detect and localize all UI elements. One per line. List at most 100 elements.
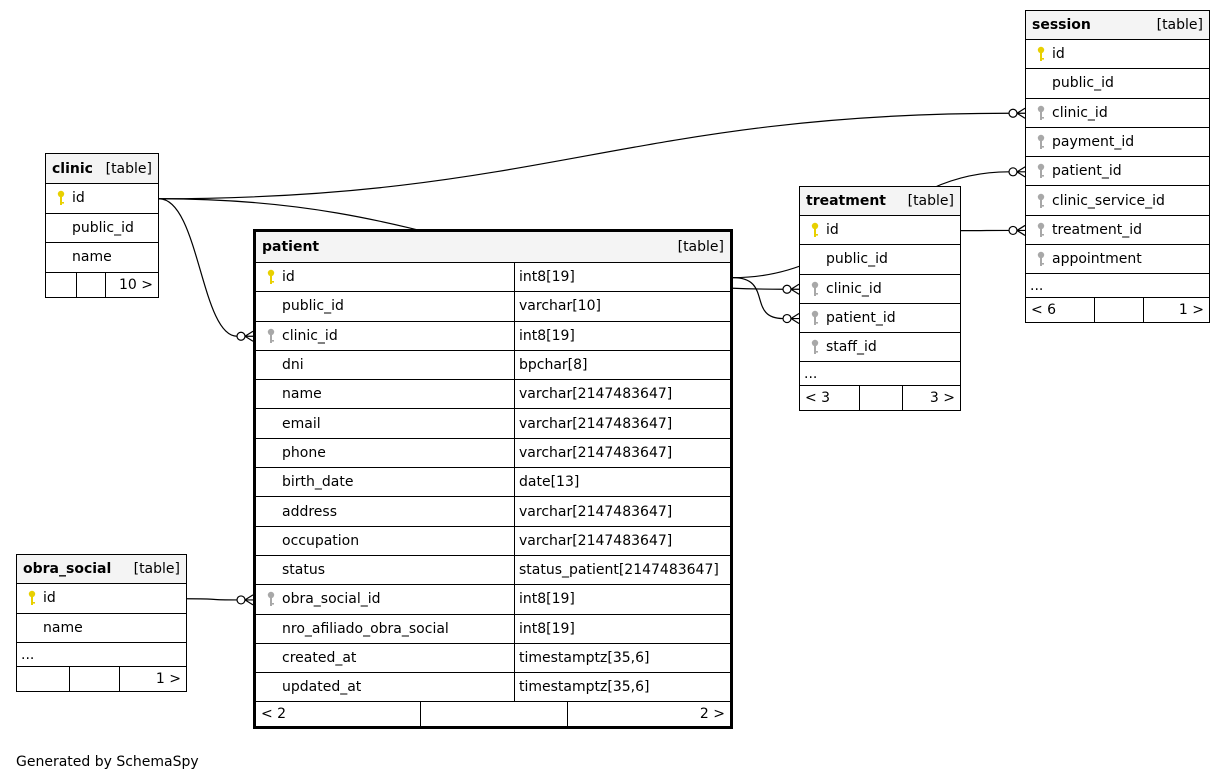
column-row-id[interactable]: id: [17, 584, 186, 614]
footer-left[interactable]: < 3: [805, 390, 831, 407]
column-name: occupation: [282, 532, 360, 549]
column-row-patient-id[interactable]: patient_id: [800, 304, 960, 334]
footer-right[interactable]: 3 >: [902, 386, 960, 411]
column-type: bpchar[8]: [514, 350, 730, 380]
column-name: name: [72, 249, 112, 266]
column-row-id[interactable]: id: [46, 184, 158, 214]
column-row-occupation[interactable]: occupation varchar[2147483647]: [256, 526, 730, 556]
column-row-payment-id[interactable]: payment_id: [1026, 128, 1209, 158]
table-header: patient [table]: [256, 232, 730, 263]
column-row-appointment[interactable]: appointment: [1026, 245, 1209, 275]
footer-right[interactable]: 1 >: [119, 667, 186, 691]
column-name: birth_date: [282, 474, 354, 491]
foreign-key-icon: [260, 328, 282, 344]
column-name-cell: occupation: [256, 527, 514, 555]
footer-right[interactable]: 2 >: [567, 702, 730, 727]
column-name-cell: birth_date: [256, 468, 514, 496]
footer-mid: [69, 667, 119, 691]
column-row-clinic-service-id[interactable]: clinic_service_id: [1026, 186, 1209, 216]
column-type: int8[19]: [514, 585, 730, 614]
footer-right[interactable]: 10 >: [105, 272, 158, 297]
column-row-id[interactable]: id: [800, 216, 960, 246]
column-name: public_id: [282, 298, 344, 315]
footer-mid: [859, 386, 902, 411]
column-name-cell: name: [256, 380, 514, 408]
table-header: obra_social [table]: [17, 555, 186, 584]
column-row-clinic-id[interactable]: clinic_id: [1026, 99, 1209, 128]
more-columns-ellipsis: ...: [804, 365, 818, 382]
column-name: clinic_id: [826, 280, 882, 297]
footer-right[interactable]: 1 >: [1143, 298, 1209, 323]
footer-left[interactable]: < 6: [1031, 302, 1057, 319]
column-row-id[interactable]: id: [1026, 40, 1209, 70]
column-name-cell: email: [256, 409, 514, 437]
table-header: clinic [table]: [46, 154, 158, 184]
column-row-clinic-id[interactable]: clinic_id: [800, 275, 960, 304]
zero-cardinality-marker: [1008, 108, 1018, 118]
column-name-cell: nro_afiliado_obra_social: [256, 615, 514, 643]
relationship-edge-7: [186, 598, 238, 601]
column-row-staff-id[interactable]: staff_id: [800, 333, 960, 363]
relationship-edge-1: [158, 198, 238, 337]
column-row-public-id[interactable]: public_id: [46, 214, 158, 243]
column-name: treatment_id: [1052, 221, 1143, 238]
column-row-name[interactable]: name: [46, 243, 158, 273]
footer-mid: [76, 272, 105, 297]
column-type: status_patient[2147483647]: [514, 555, 730, 585]
column-name-cell: id: [17, 584, 186, 613]
generator-credit: Generated by SchemaSpy: [16, 754, 199, 770]
column-name-cell: id: [800, 216, 960, 244]
primary-key-icon: [804, 222, 826, 238]
foreign-key-icon: [804, 339, 826, 355]
column-name-cell: public_id: [1026, 69, 1209, 97]
column-name: public_id: [72, 219, 134, 236]
foreign-key-icon: [260, 591, 282, 607]
relationship-edge-2: [158, 112, 1010, 200]
column-row-treatment-id[interactable]: treatment_id: [1026, 216, 1209, 246]
column-type: int8[19]: [514, 263, 730, 292]
column-row-patient-id[interactable]: patient_id: [1026, 157, 1209, 187]
column-name: id: [43, 590, 56, 607]
table-kind: [table]: [1156, 17, 1203, 33]
column-name: phone: [282, 444, 326, 461]
column-type: timestamptz[35,6]: [514, 643, 730, 673]
foreign-key-icon: [1030, 251, 1052, 267]
crows-foot-marker: [790, 283, 800, 295]
table-footer: 1 >: [17, 667, 186, 691]
column-name: name: [43, 619, 83, 636]
column-type: varchar[2147483647]: [514, 526, 730, 555]
column-row-public-id[interactable]: public_id: [1026, 69, 1209, 99]
foreign-key-icon: [1030, 163, 1052, 179]
table-header: session [table]: [1026, 11, 1209, 40]
table-header: treatment [table]: [800, 187, 960, 216]
crows-foot-marker: [1016, 107, 1026, 119]
footer-left[interactable]: < 2: [261, 706, 287, 723]
table-footer: < 6 1 >: [1026, 298, 1209, 323]
primary-key-icon: [260, 269, 282, 285]
column-name: clinic_id: [282, 327, 338, 344]
column-name: name: [282, 386, 322, 403]
column-name-cell: created_at: [256, 644, 514, 672]
column-name-cell: updated_at: [256, 673, 514, 701]
column-row-name[interactable]: name: [17, 614, 186, 643]
column-row-public-id[interactable]: public_id: [800, 245, 960, 275]
